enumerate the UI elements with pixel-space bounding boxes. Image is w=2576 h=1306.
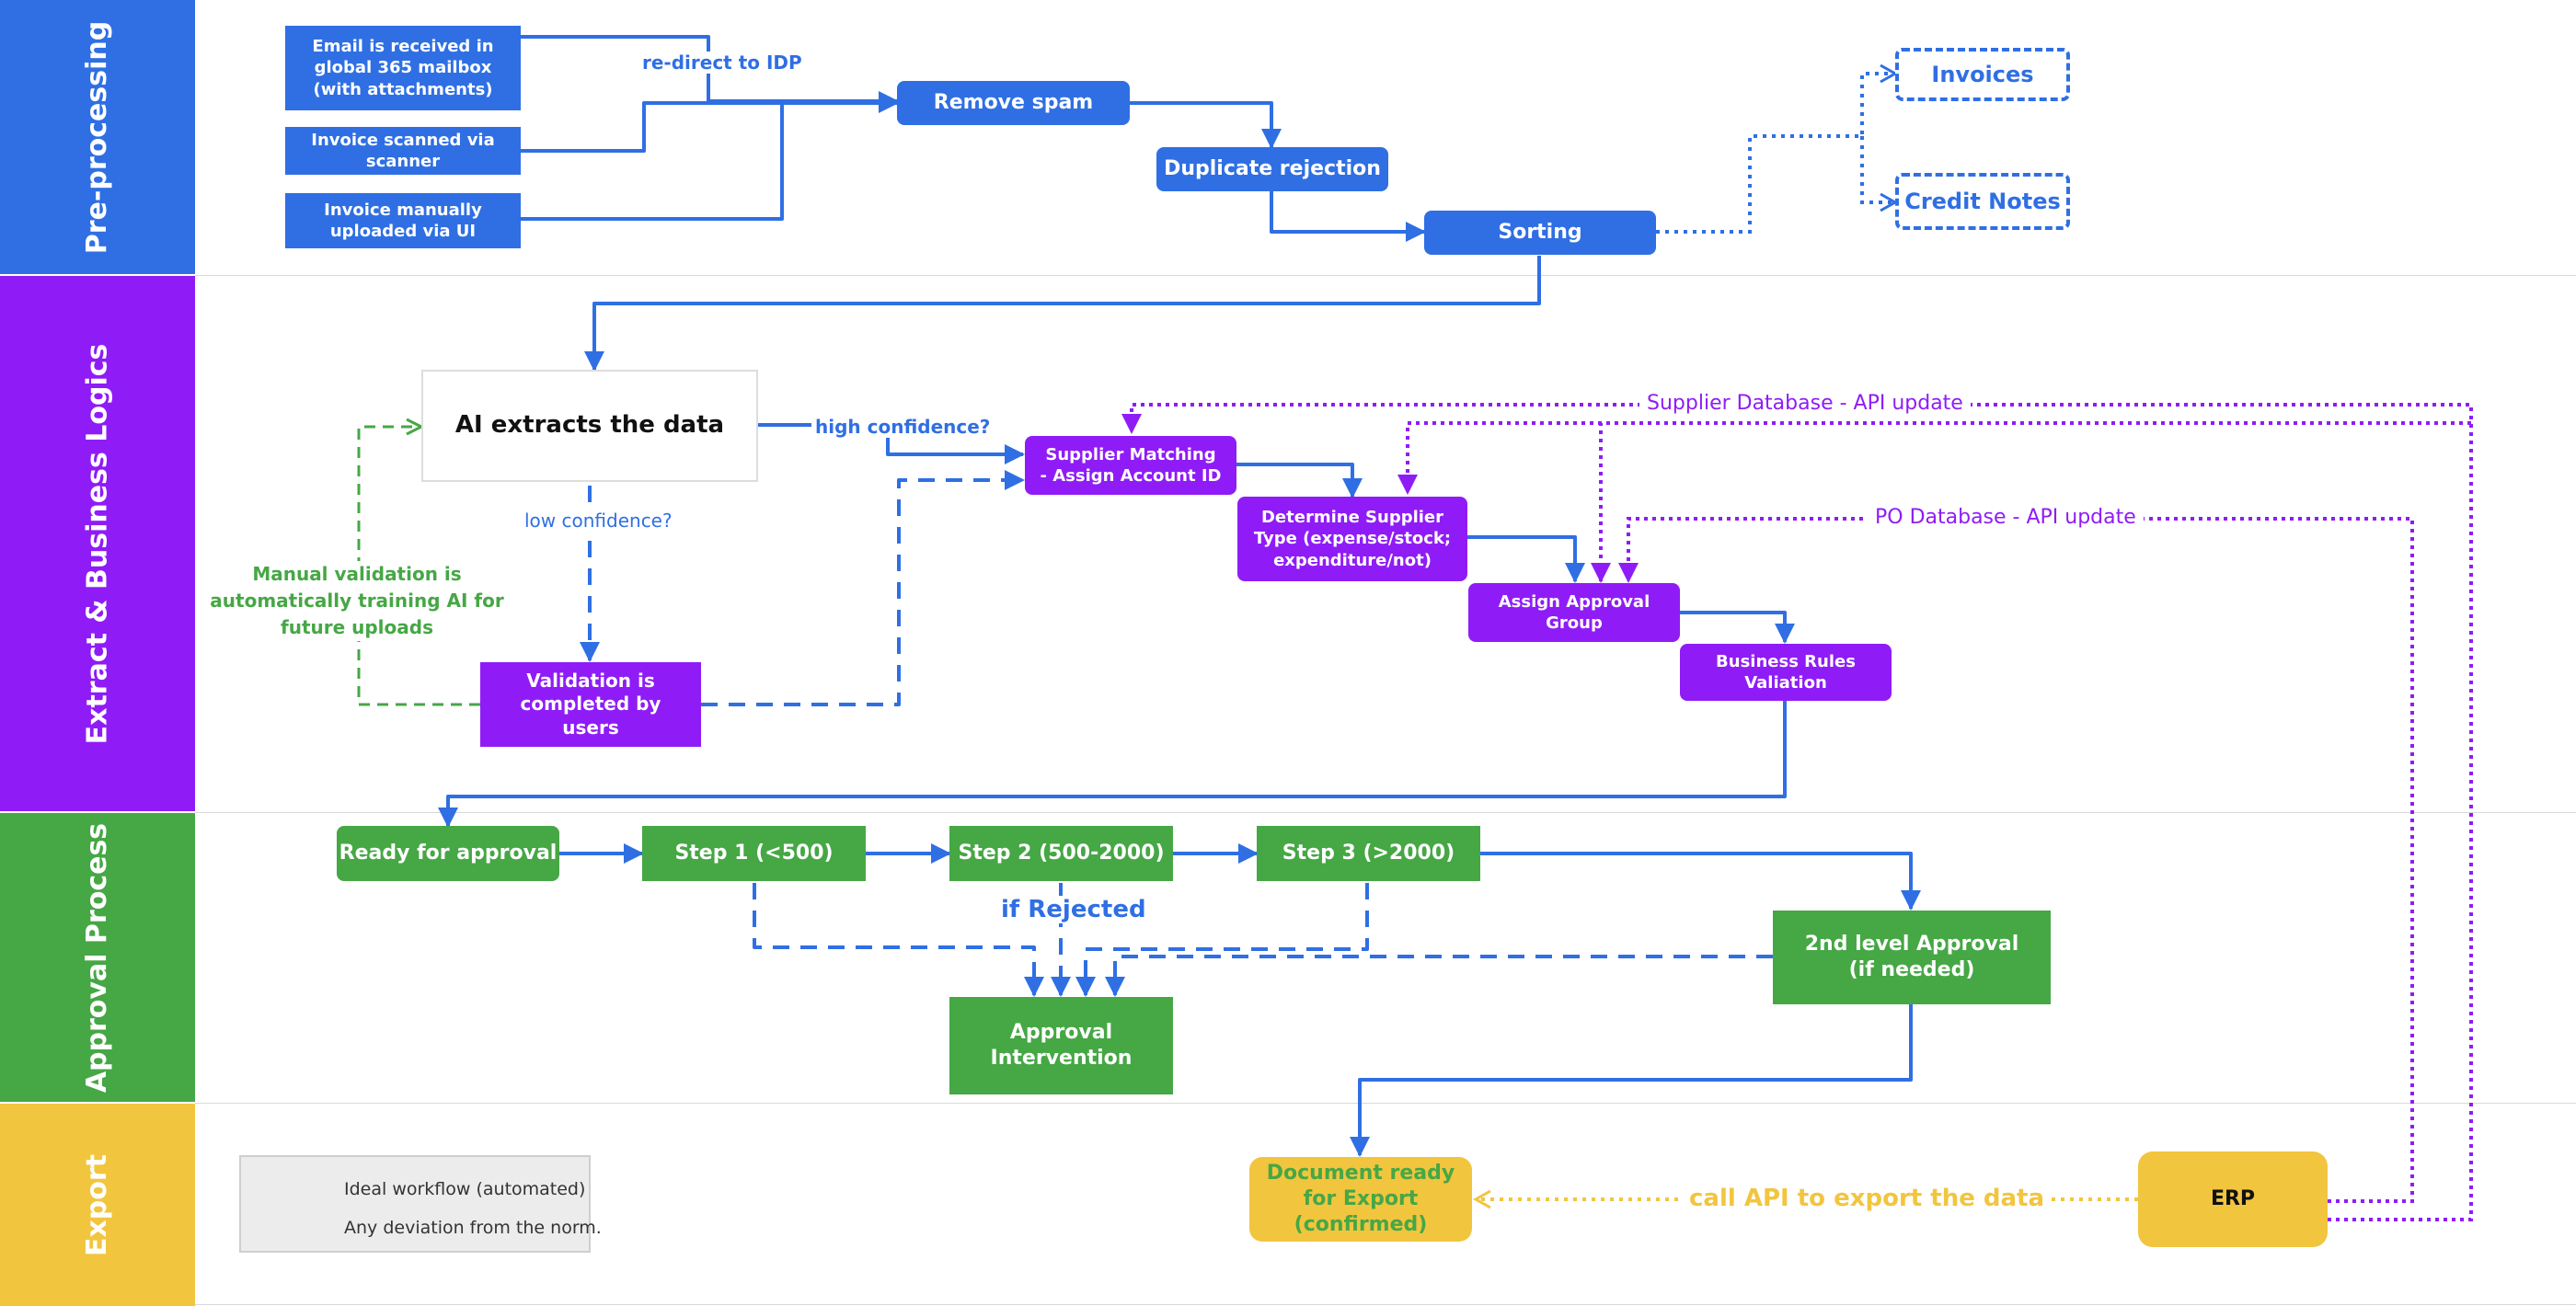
node-invoices[interactable]: Invoices (1895, 48, 2070, 101)
connector-erp-po-db (1618, 517, 2414, 1203)
connector-sorting-to-ai (584, 256, 1541, 372)
node-step2[interactable]: Step 2 (500-2000) (949, 826, 1173, 881)
label-po-db: PO Database - API update (1868, 506, 2144, 529)
node-email-received[interactable]: Email is received in global 365 mailbox … (285, 26, 521, 110)
lane-preprocessing: Pre-processing (0, 0, 195, 274)
lane-divider (195, 812, 2576, 813)
connector-rules-to-ready (438, 701, 1787, 828)
lane-export: Export (0, 1104, 195, 1306)
node-invoice-uploaded[interactable]: Invoice manually uploaded via UI (285, 193, 521, 248)
connector-scanned-to-spam (520, 101, 791, 153)
connector-duplicate-to-sorting (1270, 189, 1426, 242)
legend-deviation-label: Any deviation from the norm. (344, 1218, 602, 1238)
connector-step1-to-intervention (753, 883, 1044, 997)
connector-group-to-rules (1679, 611, 1795, 644)
node-credit-notes[interactable]: Credit Notes (1895, 173, 2070, 230)
connector-matching-to-type (1235, 463, 1363, 498)
node-ready-for-approval[interactable]: Ready for approval (337, 826, 559, 881)
node-approval-group[interactable]: Assign Approval Group (1468, 583, 1680, 642)
legend: Ideal workflow (automated) Any deviation… (239, 1155, 602, 1253)
lane-divider (195, 1103, 2576, 1104)
connector-type-to-group (1466, 535, 1585, 583)
connector-sorting-to-credit (1860, 136, 1899, 212)
node-business-rules[interactable]: Business Rules Valiation (1680, 644, 1892, 701)
node-document-ready[interactable]: Document ready for Export (confirmed) (1249, 1157, 1472, 1242)
connector-step3-to-second (1478, 852, 1921, 911)
connector-validation-to-matching (701, 470, 1025, 706)
node-erp[interactable]: ERP (2138, 1151, 2328, 1247)
node-remove-spam[interactable]: Remove spam (897, 81, 1130, 125)
node-supplier-matching[interactable]: Supplier Matching - Assign Account ID (1025, 436, 1236, 495)
node-validation-users[interactable]: Validation is completed by users (480, 662, 701, 747)
lane-divider (195, 1304, 2576, 1305)
label-high-confidence: high confidence? (811, 416, 995, 438)
node-step3[interactable]: Step 3 (>2000) (1257, 826, 1480, 881)
label-manual-validation: Manual validation is automatically train… (201, 561, 513, 641)
legend-ideal-label: Ideal workflow (automated) (344, 1179, 586, 1199)
node-second-level-approval[interactable]: 2nd level Approval (if needed) (1773, 911, 2051, 1004)
connector-erp-group (1591, 421, 2471, 583)
label-redirect: re-direct to IDP (637, 52, 808, 74)
node-duplicate-rejection[interactable]: Duplicate rejection (1156, 147, 1388, 191)
connector-second-to-intervention (1105, 955, 1773, 997)
label-low-confidence: low confidence? (521, 510, 676, 532)
connector-step3-to-intervention (1075, 883, 1369, 997)
connector-spam-to-duplicate (1130, 101, 1282, 149)
connector-second-to-doc (1350, 1002, 1913, 1157)
label-call-api: call API to export the data (1682, 1185, 2053, 1212)
node-sorting[interactable]: Sorting (1424, 211, 1656, 255)
node-invoice-scanned[interactable]: Invoice scanned via scanner (285, 127, 521, 175)
lane-divider (195, 275, 2576, 276)
node-supplier-type[interactable]: Determine Supplier Type (expense/stock; … (1237, 497, 1467, 581)
node-ai-extracts[interactable]: AI extracts the data (421, 370, 758, 482)
node-step1[interactable]: Step 1 (<500) (642, 826, 866, 881)
connector-upload-to-spam (520, 93, 899, 221)
node-approval-intervention[interactable]: Approval Intervention (949, 997, 1173, 1094)
label-if-rejected: if Rejected (995, 896, 1152, 923)
connector-erp-supplier-type (1397, 421, 2471, 495)
connector-sorting-to-invoices (1656, 63, 1899, 234)
lane-extract: Extract & Business Logics (0, 276, 195, 811)
lane-approval: Approval Process (0, 813, 195, 1102)
label-supplier-db: Supplier Database - API update (1639, 392, 1971, 415)
